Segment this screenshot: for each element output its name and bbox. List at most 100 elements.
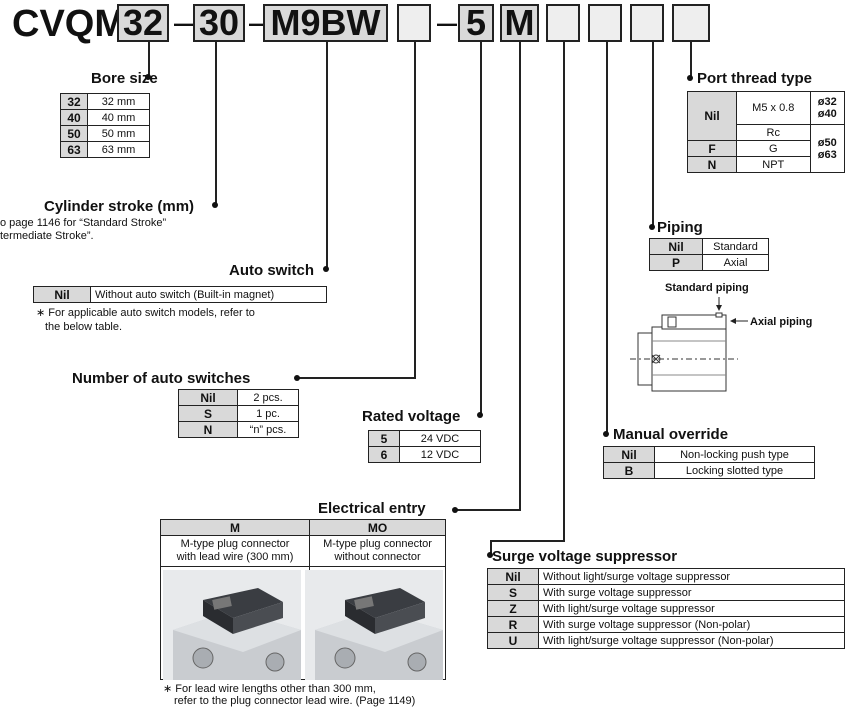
override-code-box (588, 4, 622, 42)
option-desc: 12 VDC (399, 446, 481, 463)
stroke-leader (215, 42, 217, 207)
stroke-code-box: 30 (193, 4, 245, 42)
surge-leader-h (490, 540, 565, 542)
electrical-entry-title: Electrical entry (318, 500, 426, 517)
option-desc: 32 mm (87, 93, 150, 110)
option-code: S (178, 405, 238, 422)
port-n-desc: NPT (736, 156, 811, 173)
option-code: B (603, 462, 655, 479)
connector-photo-m (163, 570, 301, 680)
surge-leader-dot (487, 552, 493, 558)
option-code: Nil (603, 446, 655, 463)
surge-leader-v2 (490, 540, 492, 555)
axial-piping-label: Axial piping (750, 316, 813, 328)
voltage-leader (480, 42, 482, 416)
option-code: 40 (60, 109, 88, 126)
auto-switch-leader-dot (323, 266, 329, 272)
entry-desc-m: M-type plug connector with lead wire (30… (160, 535, 310, 567)
entry-desc-m-line2: with lead wire (300 mm) (176, 551, 294, 563)
option-desc: Without auto switch (Built-in magnet) (90, 286, 327, 303)
option-desc: With surge voltage suppressor (Non-polar… (538, 616, 845, 633)
option-desc: 40 mm (87, 109, 150, 126)
piping-diagram (630, 297, 748, 392)
piping-code-box (630, 4, 664, 42)
option-code: Nil (178, 389, 238, 406)
option-code: 50 (60, 125, 88, 142)
table-row: N“n” pcs. (178, 421, 299, 438)
port-f-code: F (687, 140, 737, 157)
option-desc: “n” pcs. (237, 421, 299, 438)
option-desc: With surge voltage suppressor (538, 584, 845, 601)
port-bore-a2: ø40 (817, 108, 837, 120)
switch-count-leader-dot (294, 375, 300, 381)
option-desc: Axial (702, 254, 769, 271)
stroke-note-line2: termediate Stroke”. (0, 230, 94, 242)
auto-switch-note-line2: the below table. (45, 321, 123, 333)
option-code: Nil (487, 568, 539, 585)
option-code: R (487, 616, 539, 633)
entry-desc-mo-line2: without connector (334, 551, 421, 563)
port-bore-group-a: ø32 ø40 (809, 91, 846, 125)
option-desc: With light/surge voltage suppressor (538, 600, 845, 617)
option-code: 63 (60, 141, 88, 158)
port-bore-b2: ø63 (817, 148, 837, 161)
stroke-leader-dot (212, 202, 218, 208)
switch-count-leader-h (297, 377, 416, 379)
manual-override-title: Manual override (613, 426, 729, 443)
table-row: M MO (160, 519, 446, 536)
auto-switch-leader (326, 42, 328, 270)
option-desc: Without light/surge voltage suppressor (538, 568, 845, 585)
option-desc: Locking slotted type (654, 462, 815, 479)
entry-note-line2: refer to the plug connector lead wire. (… (174, 695, 416, 707)
bore-leader (148, 42, 150, 77)
option-code: 32 (60, 93, 88, 110)
table-row: Nil M5 x 0.8 ø32 ø40 (687, 91, 846, 141)
surge-code-box (546, 4, 580, 42)
port-n-code: N (687, 156, 737, 173)
option-code: 6 (368, 446, 400, 463)
port-thread-title: Port thread type (697, 70, 813, 87)
piping-title: Piping (657, 219, 703, 236)
option-desc: Standard (702, 238, 769, 255)
port-rc-desc: Rc (736, 124, 811, 141)
bore-size-title: Bore size (91, 70, 158, 87)
port-leader-dot (687, 75, 693, 81)
entry-desc-m-line1: M-type plug connector (180, 538, 290, 550)
port-code-box (672, 4, 710, 42)
table-row: M-type plug connector with lead wire (30… (160, 535, 446, 567)
model-prefix: CVQM (12, 3, 126, 45)
entry-col-m: M (160, 519, 310, 536)
bore-code-box: 32 (117, 4, 169, 42)
port-nil-code: Nil (687, 91, 737, 141)
entry-code-box: M (500, 4, 539, 42)
surge-title: Surge voltage suppressor (492, 548, 678, 565)
option-code: U (487, 632, 539, 649)
entry-col-mo: MO (309, 519, 446, 536)
auto-switch-note-line1: ∗ For applicable auto switch models, ref… (36, 307, 255, 319)
option-desc: With light/surge voltage suppressor (Non… (538, 632, 845, 649)
stroke-note-line1: o page 1146 for “Standard Stroke” (0, 217, 167, 229)
surge-leader-v (563, 42, 565, 542)
option-desc: 24 VDC (399, 430, 481, 447)
switch-count-leader-v (414, 42, 416, 379)
port-nil-desc: M5 x 0.8 (736, 91, 811, 125)
connector-photo-mo (305, 570, 443, 680)
entry-note-line1: ∗ For lead wire lengths other than 300 m… (163, 683, 376, 695)
entry-desc-mo: M-type plug connector without connector (309, 535, 446, 567)
option-code: P (649, 254, 703, 271)
option-code: Nil (649, 238, 703, 255)
